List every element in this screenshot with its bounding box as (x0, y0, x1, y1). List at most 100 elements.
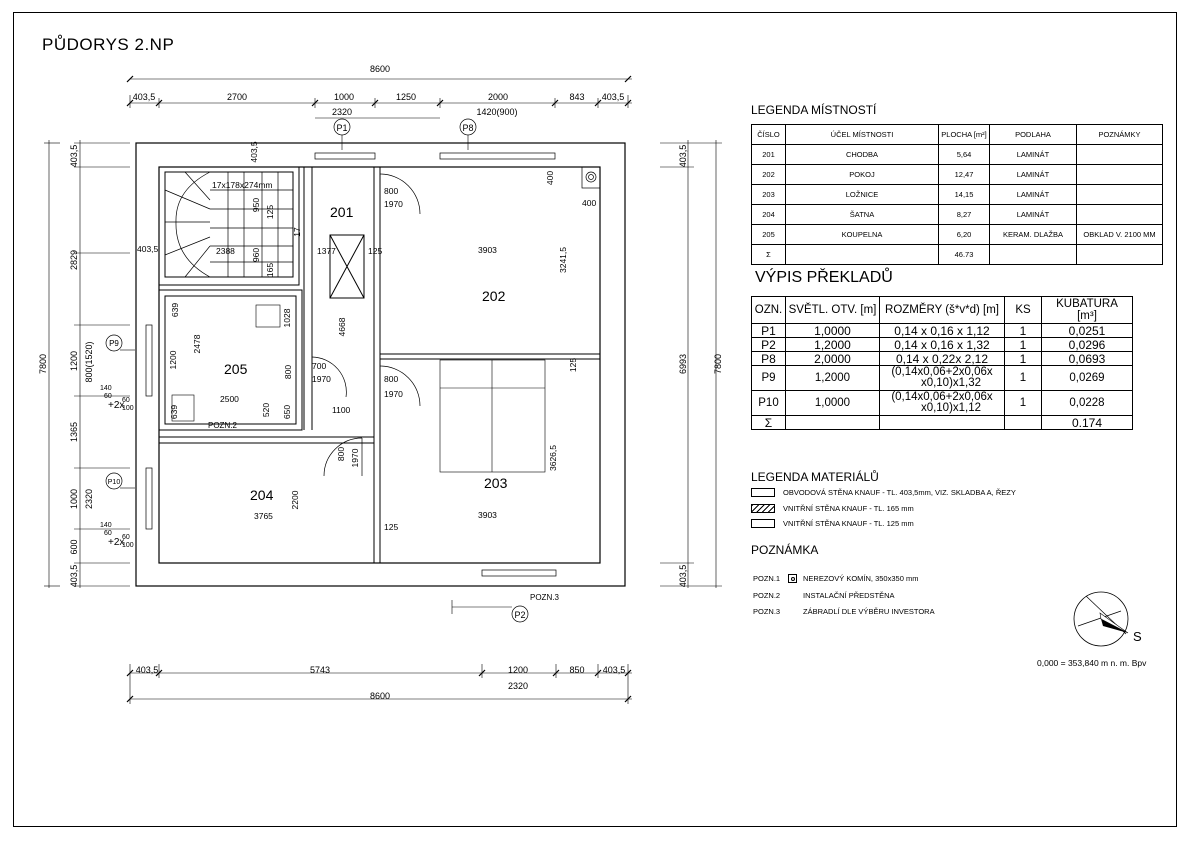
dim-right-total: 7800 (713, 354, 723, 374)
lintels-title: VÝPIS PŘEKLADŮ (755, 269, 893, 286)
sheet-frame (13, 12, 1177, 827)
lintel-tag-label: P2 (514, 610, 525, 620)
svg-text:+2x: +2x (108, 400, 124, 411)
elevation-note: 0,000 = 353,840 m n. m. Bpv (1037, 658, 1147, 668)
svg-text:125: 125 (384, 522, 398, 532)
svg-text:60: 60 (104, 393, 112, 400)
svg-text:800: 800 (336, 447, 346, 461)
svg-text:2478: 2478 (192, 334, 202, 353)
svg-text:100: 100 (122, 405, 134, 412)
dim-left-f: 600 (69, 539, 79, 554)
lintel-tag-p10: P10 (105, 472, 123, 490)
svg-text:1970: 1970 (312, 374, 331, 384)
lintel-tag-label: P10 (108, 479, 121, 486)
svg-text:960: 960 (251, 248, 261, 262)
svg-text:140: 140 (100, 522, 112, 529)
svg-text:1100: 1100 (332, 405, 351, 415)
dim-left-e: 1000 (69, 489, 79, 509)
col-floor: PODLAHA (989, 124, 1077, 145)
materials-title: LEGENDA MATERIÁLŮ (751, 470, 879, 484)
pozn2-label: POZN.2 (208, 421, 237, 430)
lintel-tag-p9: P9 (105, 334, 123, 352)
lintel-tag-p2: P2 (511, 605, 529, 623)
svg-text:17x178x274mm: 17x178x274mm (212, 180, 272, 190)
svg-text:400: 400 (582, 198, 596, 208)
dim-left-b: 2829 (69, 250, 79, 270)
lintel-tag-label: P9 (109, 339, 119, 348)
room-label-202: 202 (482, 288, 506, 304)
room-label-204: 204 (250, 487, 274, 503)
dim-bottom-b: 5743 (310, 665, 330, 675)
svg-text:950: 950 (251, 198, 261, 212)
col-purpose: ÚČEL MÍSTNOSTI (785, 124, 939, 145)
svg-text:1970: 1970 (384, 199, 403, 209)
dim-bottom-w: 2320 (508, 681, 528, 691)
dim-left-c: 1200 (69, 351, 79, 371)
lintel-tag-label: P8 (462, 123, 473, 133)
volume-unit: [m³] (1077, 310, 1097, 322)
dim-top-total: 8600 (370, 64, 390, 74)
inner-dimensions: 17x178x274mm 950 125 1028 2388 960 17 16… (137, 141, 596, 532)
svg-text:60: 60 (104, 530, 112, 537)
dimension-lines (44, 75, 722, 704)
svg-text:100: 100 (122, 542, 134, 549)
svg-text:1970: 1970 (350, 448, 360, 467)
svg-text:800: 800 (283, 365, 293, 379)
inner-walls (145, 152, 601, 577)
material-item: OBVODOVÁ STĚNA KNAUF - TL. 403,5mm, VIZ.… (751, 488, 1016, 497)
window-note-p10: 140 60 +2x 60 100 (100, 522, 134, 549)
svg-text:403,5: 403,5 (249, 141, 259, 163)
svg-text:4668: 4668 (337, 317, 347, 336)
dim-top-a: 403,5 (133, 92, 156, 102)
svg-text:1377: 1377 (317, 246, 336, 256)
chimney-icon (788, 574, 797, 583)
svg-text:125: 125 (568, 358, 578, 372)
room-label-203: 203 (484, 475, 508, 491)
dim-top-e: 2000 (488, 92, 508, 102)
rooms-legend-table: ČÍSLO ÚČEL MÍSTNOSTI PLOCHA [m²] PODLAHA… (751, 124, 1163, 265)
dim-top-w2: 1420(900) (476, 107, 517, 117)
col-mark: OZN. (751, 296, 786, 324)
svg-text:3903: 3903 (478, 510, 497, 520)
dim-top-c: 1000 (334, 92, 354, 102)
dim-top-g: 403,5 (602, 92, 625, 102)
col-size: ROZMĚRY (š*v*d) [m] (879, 296, 1005, 324)
svg-text:800: 800 (384, 186, 398, 196)
dim-right-a: 403,5 (678, 145, 688, 168)
lintel-tag-p8: P8 (459, 118, 477, 136)
col-volume: KUBATURA[m³] (1041, 296, 1133, 324)
svg-text:700: 700 (312, 361, 326, 371)
svg-text:520: 520 (261, 403, 271, 417)
dim-top-b: 2700 (227, 92, 247, 102)
col-area: PLOCHA [m²] (938, 124, 990, 145)
svg-text:400: 400 (545, 171, 555, 185)
svg-text:639: 639 (170, 303, 180, 317)
svg-text:3241,5: 3241,5 (558, 247, 568, 273)
north-arrow-icon: S (1073, 591, 1142, 647)
svg-text:3765: 3765 (254, 511, 273, 521)
svg-text:3626,5: 3626,5 (548, 445, 558, 471)
dim-bottom-d: 850 (569, 665, 584, 675)
north-label: S (1133, 629, 1142, 644)
svg-text:60: 60 (122, 534, 130, 541)
svg-text:639: 639 (169, 405, 179, 419)
dim-bottom-c: 1200 (508, 665, 528, 675)
section-lines (120, 135, 512, 614)
svg-text:17: 17 (292, 227, 302, 237)
room-label-205: 205 (224, 361, 248, 377)
dim-left-g: 403,5 (69, 565, 79, 588)
lintels-table: OZN. SVĚTL. OTV. [m] ROZMĚRY (š*v*d) [m]… (751, 296, 1133, 430)
material-swatch-hatched (751, 504, 775, 513)
dim-top-f: 843 (569, 92, 584, 102)
svg-text:2200: 2200 (290, 490, 300, 509)
svg-text:125: 125 (368, 246, 382, 256)
material-item: VNITŘNÍ STĚNA KNAUF - TL. 165 mm (751, 504, 914, 513)
